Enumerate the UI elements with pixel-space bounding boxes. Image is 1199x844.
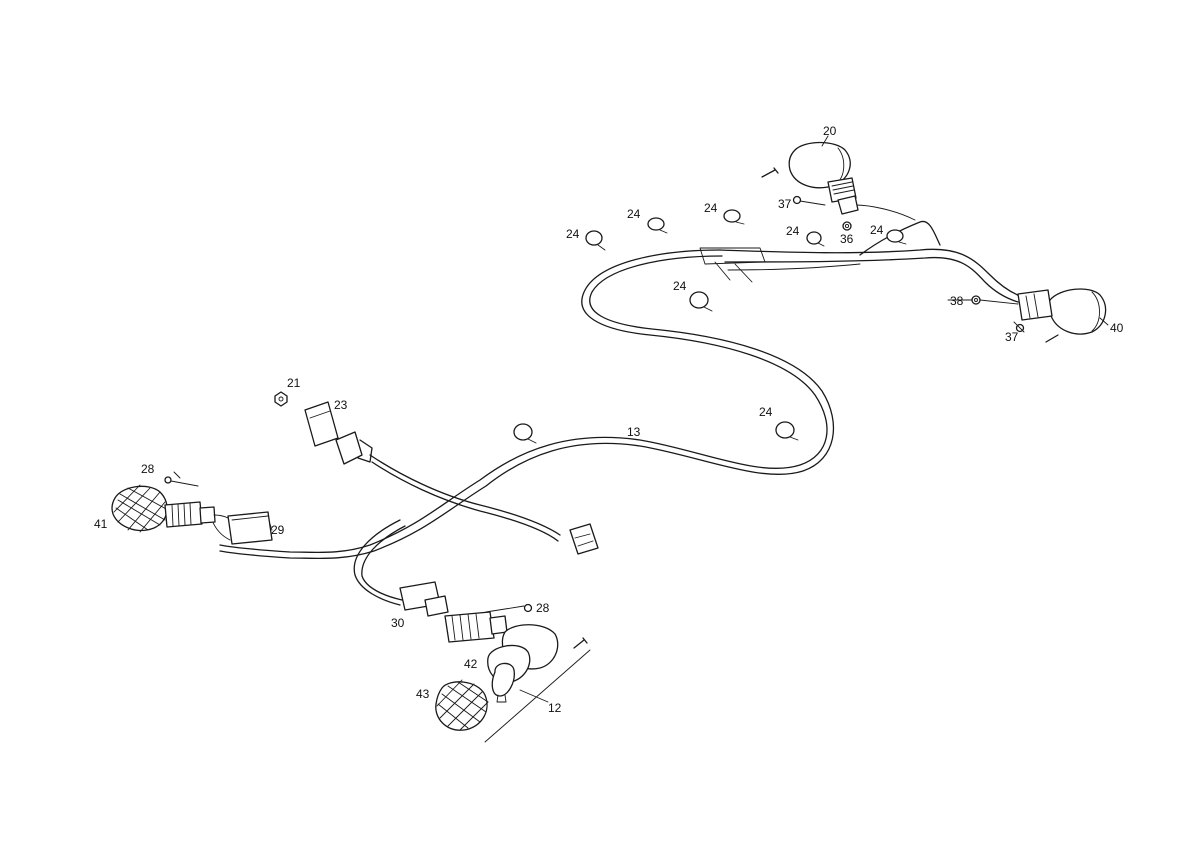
reference-line-12 (484, 649, 591, 743)
callout-42: 42 (464, 657, 478, 671)
callout-41: 41 (94, 517, 108, 531)
lens-43 (435, 679, 489, 731)
bolt-37-lower (1013, 321, 1025, 333)
callout-24-d: 24 (786, 224, 800, 238)
callout-30: 30 (391, 616, 405, 630)
lens-grid-41 (113, 484, 169, 533)
callout-37-lower: 37 (1005, 330, 1019, 344)
screw-28-right (485, 603, 533, 613)
indicator-lamp-41 (111, 484, 216, 533)
cable-clip-g (775, 421, 799, 441)
washer-38 (971, 295, 1019, 305)
cable-clip-c (723, 209, 745, 225)
indicator-lamp-40 (1017, 288, 1107, 335)
callout-23: 23 (334, 398, 348, 412)
cable-clip-a (585, 230, 606, 251)
callout-24-b: 24 (627, 207, 641, 221)
bulb-42 (487, 644, 531, 703)
cable-clip-e (886, 229, 907, 245)
cable-clips (513, 209, 907, 444)
callout-24-e: 24 (870, 223, 884, 237)
callout-28-right: 28 (536, 601, 550, 615)
callout-21: 21 (287, 376, 301, 390)
screw-40-side (1045, 334, 1059, 343)
callout-43: 43 (416, 687, 430, 701)
callout-24-g: 24 (759, 405, 773, 419)
harness-connector-right (569, 523, 599, 555)
main-wiring-harness (211, 204, 1021, 606)
callout-38: 38 (950, 294, 964, 308)
relay-bracket-23 (304, 401, 339, 447)
bolt-37-upper (792, 195, 826, 206)
callout-20: 20 (823, 124, 837, 138)
callout-labels: 20 37 36 24 24 24 24 24 24 24 38 37 40 2… (94, 124, 1124, 715)
screw-20-side (761, 167, 779, 178)
callout-40: 40 (1110, 321, 1124, 335)
callout-12: 12 (548, 701, 562, 715)
callout-24-c: 24 (704, 201, 718, 215)
lens-grid-43 (436, 679, 489, 731)
screw-28-left (164, 476, 199, 487)
callout-24-f: 24 (673, 279, 687, 293)
nut-36 (842, 221, 852, 231)
cable-clip-d (806, 231, 825, 247)
screw-12 (573, 637, 588, 649)
callout-13: 13 (627, 425, 641, 439)
cable-clip-h (513, 423, 537, 444)
nut-21 (274, 391, 288, 407)
indicator-lamp-20 (788, 141, 859, 215)
harness-connector-upper (335, 431, 373, 465)
callout-29: 29 (271, 523, 285, 537)
leader-lines (173, 135, 1109, 531)
callout-24-a: 24 (566, 227, 580, 241)
callout-36: 36 (840, 232, 854, 246)
indicator-stem-12 (444, 611, 508, 643)
callout-28-left: 28 (141, 462, 155, 476)
cable-clip-f (689, 291, 713, 312)
callout-37-upper: 37 (778, 197, 792, 211)
cable-clip-b (647, 217, 668, 234)
relay-29 (213, 511, 273, 545)
relay-30 (399, 581, 449, 617)
